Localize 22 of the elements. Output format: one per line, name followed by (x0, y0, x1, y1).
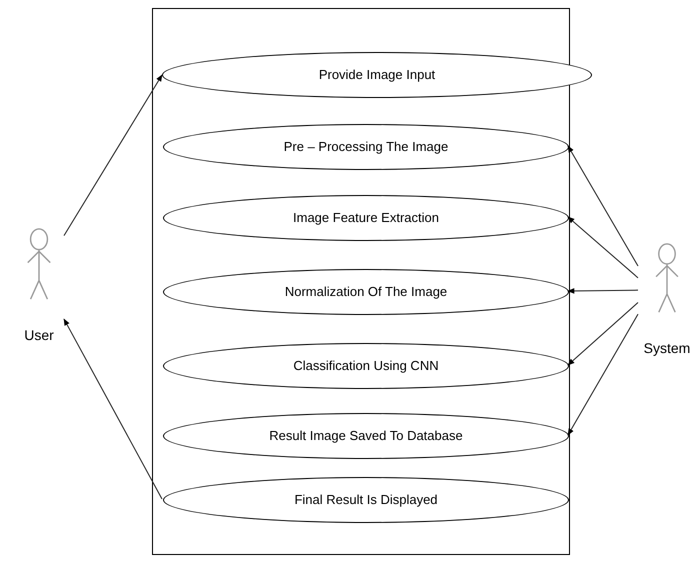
use-case-ellipse (163, 413, 569, 459)
actor-label: User (24, 326, 54, 345)
use-case-label: Normalization Of The Image (284, 283, 448, 302)
use-case-label: Final Result Is Displayed (294, 491, 438, 510)
use-case-ellipse (163, 343, 569, 389)
association-arrow (567, 216, 638, 278)
use-case-ellipse (163, 124, 569, 170)
use-case-label: Pre – Processing The Image (284, 138, 448, 156)
actor-label: System (644, 339, 690, 358)
association-arrow (64, 318, 162, 500)
association-arrow (568, 145, 638, 266)
use-case-label: Provide Image Input (318, 66, 436, 84)
use-case-ellipse (163, 269, 569, 315)
use-case-label: Classification Using CNN (293, 357, 439, 376)
association-arrow (568, 314, 638, 436)
association-arrow (567, 288, 638, 294)
association-arrow (64, 74, 162, 236)
use-case-ellipse (163, 195, 569, 241)
use-case-label: Image Feature Extraction (293, 209, 439, 228)
use-case-ellipse (163, 477, 569, 523)
association-arrow (567, 302, 638, 366)
use-case-label: Result Image Saved To Database (269, 427, 463, 446)
